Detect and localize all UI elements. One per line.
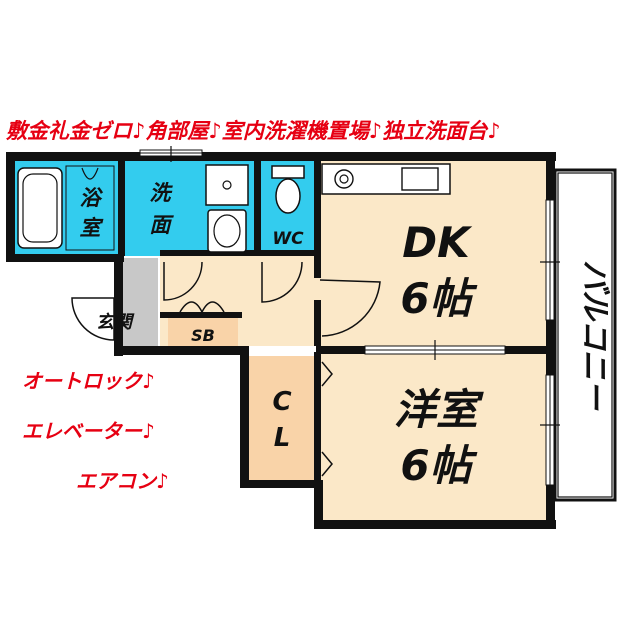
kitchen-counter — [321, 163, 451, 195]
bath-label-2: 室 — [80, 216, 104, 240]
bath-washing-area — [65, 165, 115, 251]
closet-label-2: L — [274, 423, 291, 453]
entrance-fill — [120, 258, 158, 348]
dk-label-2: 6帖 — [400, 274, 477, 323]
western-fill — [320, 350, 548, 520]
dk-label-1: DK — [402, 218, 473, 267]
toilet-label: WC — [272, 229, 304, 249]
closet-label-1: C — [272, 387, 291, 417]
kitchen-sink-icon — [401, 167, 439, 191]
balcony: バルコニー — [553, 168, 617, 502]
closet-fill — [248, 356, 314, 482]
washroom-label-2: 面 — [150, 213, 175, 237]
doors — [71, 261, 381, 477]
bath-drain-icon — [81, 167, 99, 180]
banner-text: 敷金礼金ゼロ♪角部屋♪室内洗濯機置場♪独立洗面台♪ — [5, 119, 501, 143]
feature-aircon: エアコン♪ — [76, 469, 169, 493]
bath-label-1: 浴 — [80, 186, 104, 210]
bathtub-icon — [17, 167, 63, 249]
windows — [139, 146, 560, 486]
washing-machine-pan-icon — [205, 164, 249, 206]
entrance-label: 玄関 — [96, 312, 135, 333]
western-label-1: 洋室 — [394, 385, 484, 434]
washroom-label-1: 洗 — [150, 181, 174, 205]
western-label-2: 6帖 — [400, 441, 477, 490]
balcony-label: バルコニー — [577, 260, 612, 410]
feature-elevator: エレベーター♪ — [22, 419, 155, 443]
stove-burner-icon — [334, 169, 354, 189]
shoebox-fill — [168, 318, 238, 346]
shoebox-label: SB — [191, 326, 215, 345]
wash-basin-icon — [207, 209, 247, 253]
feature-autolock: オートロック♪ — [22, 369, 155, 393]
washing-machine-drain-icon — [222, 180, 232, 190]
toilet-icon — [271, 165, 305, 214]
